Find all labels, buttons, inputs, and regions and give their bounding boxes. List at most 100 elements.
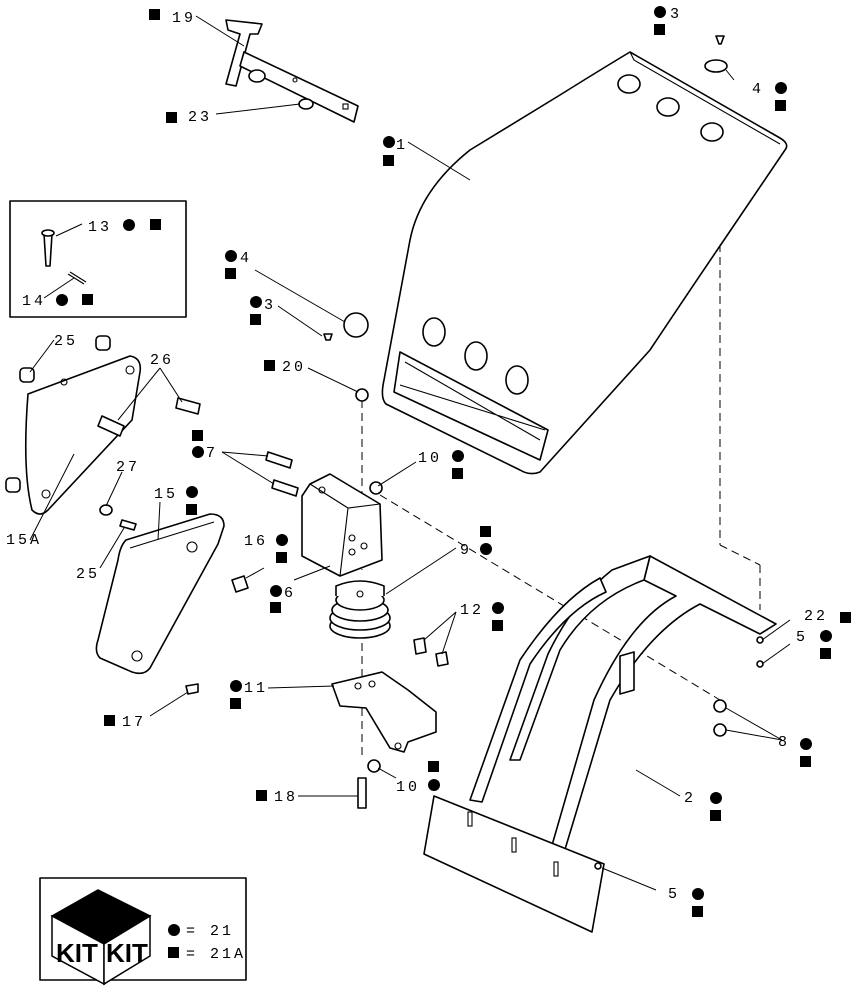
circle-symbol: [710, 792, 722, 804]
circle-symbol: [270, 585, 282, 597]
circle-symbol: [186, 486, 198, 498]
callout-11: 11: [244, 680, 268, 697]
part-9-rubber-mount: [329, 580, 391, 639]
callout-13: 13: [88, 219, 112, 236]
square-symbol: [168, 947, 179, 958]
square-symbol: [383, 155, 394, 166]
callout-23: 23: [188, 109, 212, 126]
callout-4-top: 4: [752, 81, 764, 98]
callout-25-top: 25: [54, 333, 78, 350]
part-14-clip: [67, 271, 87, 285]
callout-12: 12: [460, 602, 484, 619]
circle-symbol: [452, 450, 464, 462]
square-symbol: [452, 468, 463, 479]
square-symbol: [710, 810, 721, 821]
square-symbol: [150, 219, 161, 230]
callout-1: 1: [396, 137, 408, 154]
part-2-frame: [423, 555, 777, 933]
square-symbol: [692, 906, 703, 917]
callout-17: 17: [122, 714, 146, 731]
callout-10-top: 10: [418, 450, 442, 467]
part-6-bracket: [301, 473, 383, 577]
circle-symbol: [250, 296, 262, 308]
callout-10-bottom: 10: [396, 779, 420, 796]
callout-3-middle: 3: [264, 297, 276, 314]
square-symbol: [276, 552, 287, 563]
part-13-pin: [41, 229, 55, 267]
callout-16: 16: [244, 533, 268, 550]
kit-word-right: KIT: [106, 938, 148, 968]
part-15a-plate: [24, 355, 142, 515]
callout-6: 6: [284, 585, 296, 602]
square-symbol: [820, 648, 831, 659]
square-symbol: [256, 790, 267, 801]
callout-4-middle: 4: [240, 250, 252, 267]
circle-symbol: [820, 630, 832, 642]
part-11-bracket: [331, 671, 437, 753]
circle-symbol: [492, 602, 504, 614]
square-symbol: [186, 504, 197, 515]
callout-27: 27: [116, 459, 140, 476]
kit-word-left: KIT: [56, 938, 98, 968]
square-symbol: [270, 602, 281, 613]
part-27-washer: [99, 504, 113, 516]
callout-19: 19: [172, 10, 196, 27]
kit-box-icon: KIT KIT: [50, 889, 152, 986]
callout-25-bottom: 25: [76, 566, 100, 583]
circle-symbol: [480, 543, 492, 555]
part-19-handle: [225, 19, 359, 123]
legend-circle-kit: = 21: [186, 923, 234, 940]
part-8-nuts: [713, 699, 727, 737]
part-4-cap-middle: [343, 312, 369, 338]
legend-square-kit: = 21A: [186, 946, 246, 963]
circle-symbol: [775, 82, 787, 94]
callout-8: 8: [778, 734, 790, 751]
part-3-screw-top: [715, 35, 725, 45]
leader-lines: [29, 15, 791, 891]
callout-26: 26: [150, 352, 174, 369]
square-symbol: [800, 756, 811, 767]
square-symbol: [480, 526, 491, 537]
callout-labels: 19 23 1 3 4 4 3 20 7 10 9 6 16 12 11 17 …: [6, 6, 828, 903]
circle-symbol: [225, 250, 237, 262]
part-20-nut: [355, 388, 369, 402]
square-symbol: [428, 761, 439, 772]
circle-symbol: [168, 924, 180, 936]
part-1-fender: [381, 51, 788, 475]
circle-symbol: [800, 738, 812, 750]
square-symbol: [492, 620, 503, 631]
kit-legend: KIT KIT = 21 = 21A: [39, 877, 247, 986]
circle-symbol: [654, 6, 666, 18]
part-25-bolt: [119, 519, 137, 531]
part-15-plate: [95, 513, 225, 675]
square-symbol: [654, 24, 665, 35]
part-3-screw-middle: [323, 333, 333, 341]
circle-symbol: [123, 219, 135, 231]
callout-5-bottom: 5: [668, 886, 680, 903]
square-symbol: [225, 268, 236, 279]
part-5-bolt: [594, 862, 602, 870]
callout-20: 20: [282, 359, 306, 376]
part-7-bolts: [265, 451, 299, 497]
circle-symbol: [428, 779, 440, 791]
callout-9: 9: [460, 542, 472, 559]
callout-22: 22: [804, 608, 828, 625]
square-symbol: [166, 112, 177, 123]
square-symbol: [250, 314, 261, 325]
part-10-nut-top: [369, 481, 383, 495]
part-22-bolts: [756, 636, 764, 668]
part-17-bolt: [185, 683, 199, 695]
part-4-cap-top: [704, 59, 728, 73]
callout-7: 7: [206, 445, 218, 462]
square-symbol: [264, 360, 275, 371]
square-symbol: [104, 715, 115, 726]
callout-2: 2: [684, 790, 696, 807]
square-symbol: [82, 294, 93, 305]
kit-symbols: [56, 6, 851, 917]
circle-symbol: [383, 136, 395, 148]
square-symbol: [192, 430, 203, 441]
square-symbol: [840, 612, 851, 623]
square-symbol: [230, 698, 241, 709]
circle-symbol: [276, 534, 288, 546]
